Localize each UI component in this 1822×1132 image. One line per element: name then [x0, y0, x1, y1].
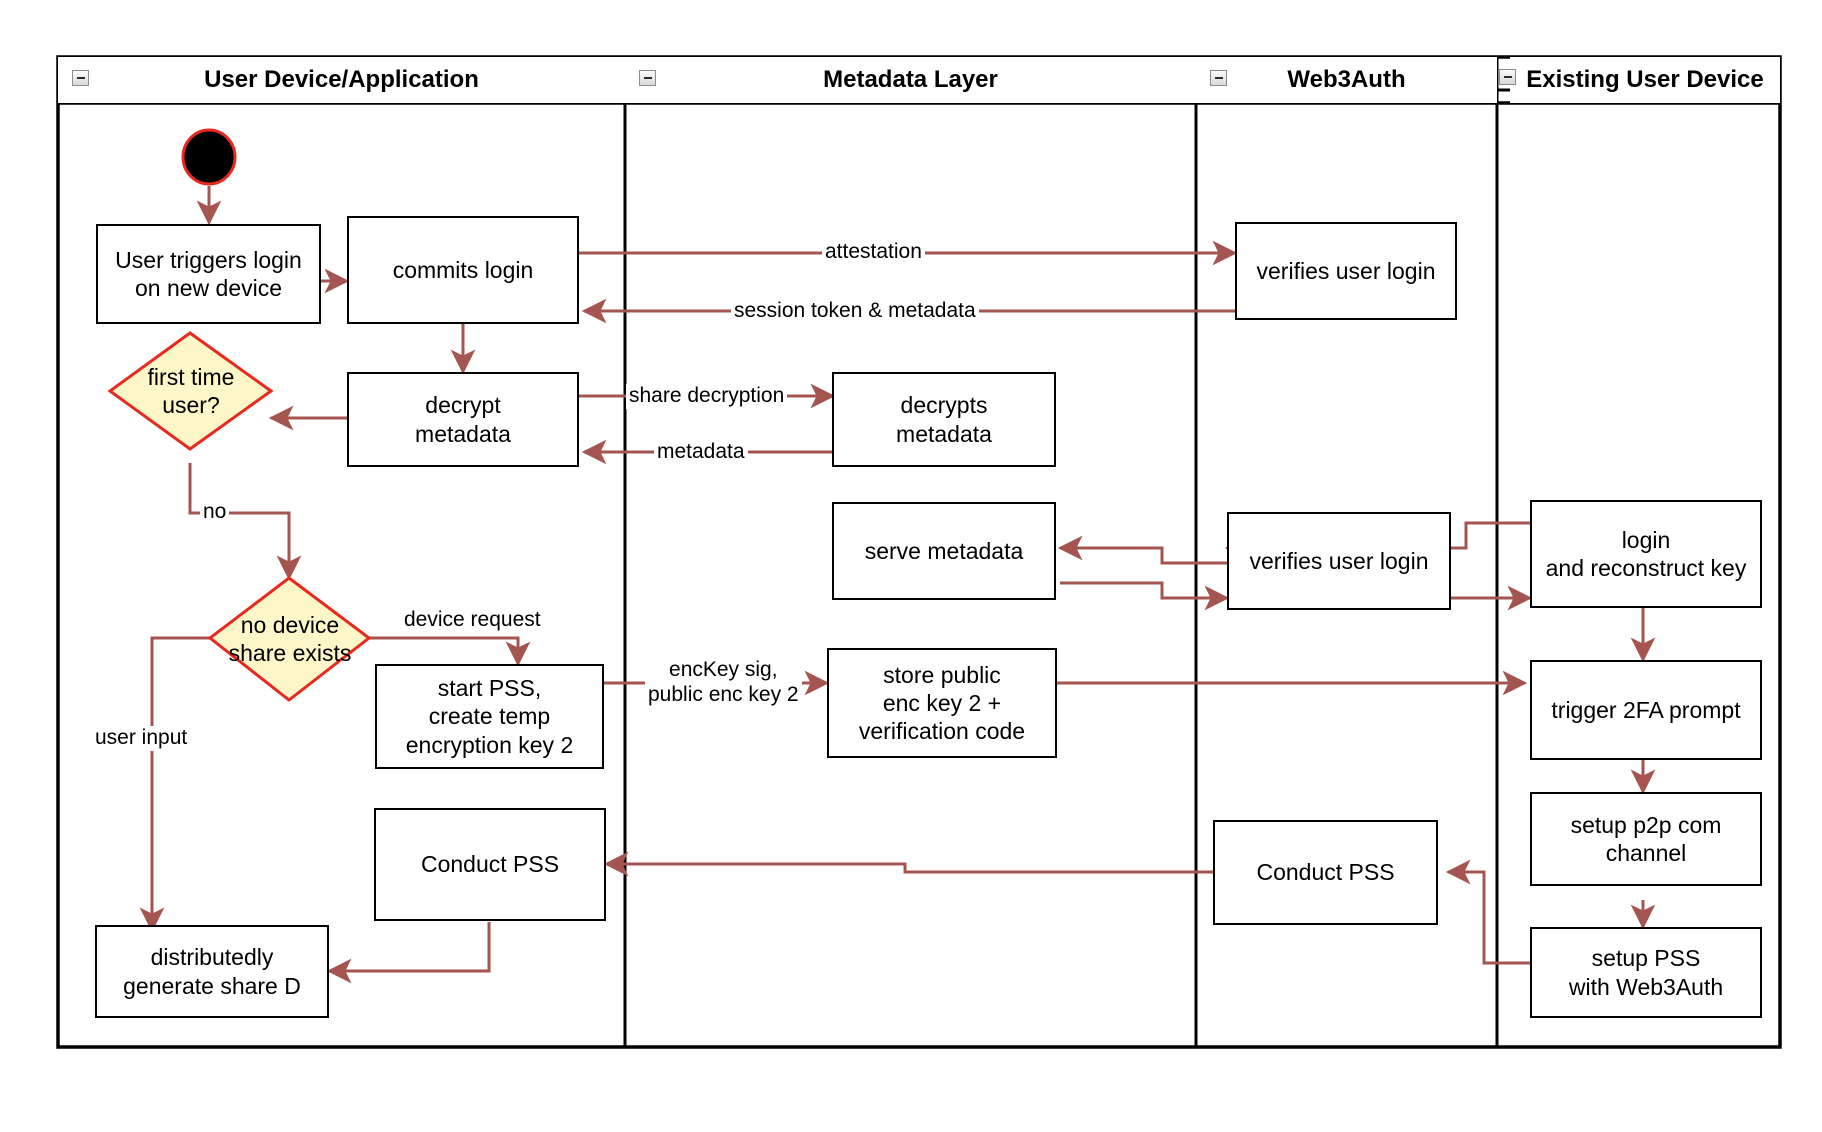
lane-header-web3auth: Web3Auth — [1196, 57, 1497, 103]
edge-label-session-token-metadata: session token & metadata — [731, 299, 979, 324]
lane-header-metadata: Metadata Layer — [625, 57, 1196, 103]
node-store-public-enc-key-2[interactable]: store public enc key 2 + verification co… — [827, 648, 1057, 758]
edge-label-device-request: device request — [401, 608, 544, 633]
node-no-device-share-exists-label: no device share exists — [228, 611, 352, 666]
edge-label-no: no — [200, 500, 230, 525]
collapse-icon-existing-device[interactable] — [1499, 69, 1516, 85]
decision-shapes — [107, 331, 372, 702]
node-first-time-user-label: first time user? — [147, 364, 235, 418]
lane-header-user-device: User Device/Application — [58, 57, 625, 103]
edge-label-share-decryption: share decryption — [626, 384, 788, 409]
edge-label-user-input: user input — [92, 726, 191, 751]
node-commits-login[interactable]: commits login — [347, 216, 579, 324]
node-start-pss-create-temp-key[interactable]: start PSS, create temp encryption key 2 — [375, 664, 604, 769]
node-distributedly-generate-share-d[interactable]: distributedly generate share D — [95, 925, 329, 1018]
node-setup-p2p-com-channel[interactable]: setup p2p com channel — [1530, 792, 1762, 886]
edge-label-metadata: metadata — [654, 440, 748, 465]
node-first-time-user[interactable]: first time user? — [110, 333, 272, 451]
node-decrypt-metadata[interactable]: decrypt metadata — [347, 372, 579, 467]
collapse-icon-metadata[interactable] — [639, 70, 656, 86]
node-decrypts-metadata[interactable]: decrypts metadata — [832, 372, 1056, 467]
lane-header-existing-device: Existing User Device — [1510, 57, 1780, 103]
start-node-shape — [181, 128, 237, 186]
node-no-device-share-exists[interactable]: no device share exists — [210, 578, 370, 701]
node-conduct-pss-web3auth[interactable]: Conduct PSS — [1213, 820, 1438, 925]
node-login-and-reconstruct-key[interactable]: login and reconstruct key — [1530, 500, 1762, 608]
collapse-icon-user-device[interactable] — [72, 70, 89, 86]
node-user-triggers-login[interactable]: User triggers login on new device — [96, 224, 321, 324]
node-verifies-user-login-2[interactable]: verifies user login — [1227, 512, 1451, 610]
node-conduct-pss-user[interactable]: Conduct PSS — [374, 808, 606, 921]
node-trigger-2fa-prompt[interactable]: trigger 2FA prompt — [1530, 660, 1762, 760]
edge-label-enckey-sig-public-enc-key-2: encKey sig, public enc key 2 — [645, 658, 802, 708]
collapse-icon-web3auth[interactable] — [1210, 70, 1227, 86]
node-serve-metadata[interactable]: serve metadata — [832, 502, 1056, 600]
edge-label-attestation: attestation — [822, 240, 925, 265]
node-verifies-user-login-1[interactable]: verifies user login — [1235, 222, 1457, 320]
node-setup-pss-with-web3auth[interactable]: setup PSS with Web3Auth — [1530, 927, 1762, 1018]
